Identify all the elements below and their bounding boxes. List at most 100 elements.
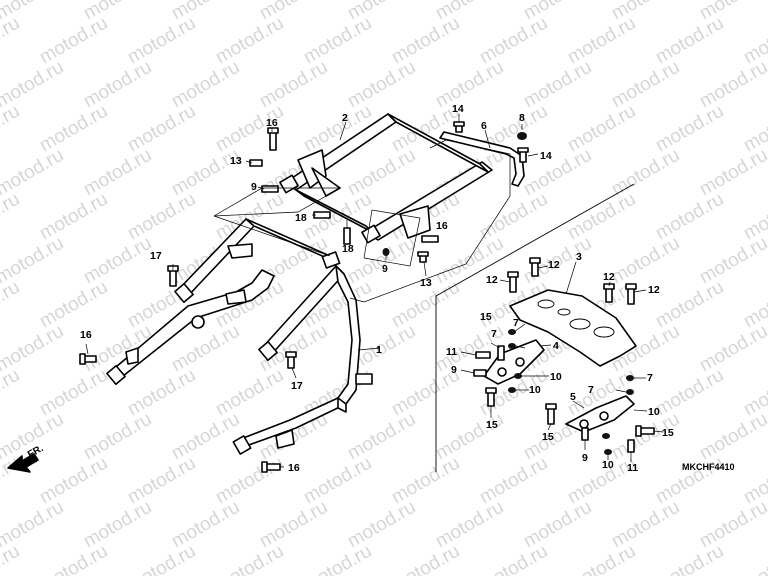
watermark-text: motod.ru bbox=[168, 497, 243, 553]
watermark-text: motod.ru bbox=[212, 541, 287, 576]
callout-5: 5 bbox=[570, 391, 576, 403]
callout-2: 2 bbox=[342, 112, 348, 124]
callout-12b: 12 bbox=[548, 259, 560, 271]
watermark-text: motod.ru bbox=[696, 497, 768, 553]
watermark-text: motod.ru bbox=[652, 101, 727, 157]
watermark-text: motod.ru bbox=[300, 13, 375, 69]
watermark-text: motod.ru bbox=[652, 13, 727, 69]
watermark-text: motod.ru bbox=[388, 541, 463, 576]
callout-18a: 18 bbox=[295, 212, 307, 224]
watermark-text: motod.ru bbox=[564, 541, 639, 576]
watermark-text: motod.ru bbox=[432, 409, 507, 465]
watermark-text: motod.ru bbox=[476, 189, 551, 245]
callout-14b: 14 bbox=[540, 150, 552, 162]
callout-8: 8 bbox=[519, 112, 525, 124]
callout-4: 4 bbox=[553, 340, 559, 352]
watermark-text: motod.ru bbox=[740, 541, 768, 576]
watermark-text: motod.ru bbox=[80, 497, 155, 553]
callout-10c: 10 bbox=[648, 406, 660, 418]
grab-bar-part-6 bbox=[439, 131, 525, 187]
watermark-text: motod.ru bbox=[0, 365, 23, 421]
callout-15a: 15 bbox=[480, 311, 492, 323]
watermark-text: motod.ru bbox=[0, 13, 23, 69]
callout-9b: 9 bbox=[382, 263, 388, 275]
watermark-text: motod.ru bbox=[388, 453, 463, 509]
callout-7c: 7 bbox=[588, 384, 594, 396]
watermark-text: motod.ru bbox=[36, 189, 111, 245]
watermark-text: motod.ru bbox=[520, 57, 595, 113]
watermark-text: motod.ru bbox=[696, 409, 768, 465]
callout-16a: 16 bbox=[266, 117, 278, 129]
callout-6: 6 bbox=[481, 120, 487, 132]
watermark-text: motod.ru bbox=[0, 277, 23, 333]
watermark-text: motod.ru bbox=[564, 101, 639, 157]
callout-9d: 9 bbox=[582, 452, 588, 464]
watermark-text: motod.ru bbox=[168, 409, 243, 465]
callout-16b: 16 bbox=[436, 220, 448, 232]
callout-15d: 15 bbox=[662, 427, 674, 439]
callout-3: 3 bbox=[576, 251, 582, 263]
drawing-code: MKCHF4410 bbox=[682, 462, 735, 472]
watermark-text: motod.ru bbox=[652, 453, 727, 509]
callout-16d: 16 bbox=[288, 462, 300, 474]
callout-18b: 18 bbox=[342, 243, 354, 255]
inset-divider bbox=[435, 183, 635, 472]
watermark-text: motod.ru bbox=[36, 541, 111, 576]
watermark-text: motod.ru bbox=[300, 541, 375, 576]
watermark-text: motod.ru bbox=[80, 145, 155, 201]
callout-7a: 7 bbox=[513, 317, 519, 329]
watermark-text: motod.ru bbox=[652, 541, 727, 576]
callout-17a: 17 bbox=[150, 250, 162, 262]
callout-1: 1 bbox=[376, 344, 382, 356]
watermark-text: motod.ru bbox=[696, 321, 768, 377]
watermark-text: motod.ru bbox=[520, 497, 595, 553]
watermark-text: motod.ru bbox=[608, 233, 683, 289]
watermark-text: motod.ru bbox=[608, 497, 683, 553]
watermark-text: motod.ru bbox=[608, 57, 683, 113]
fasteners bbox=[79, 121, 655, 473]
watermark-text: motod.ru bbox=[212, 365, 287, 421]
callout-15c: 15 bbox=[542, 431, 554, 443]
watermark-text: motod.ru bbox=[520, 145, 595, 201]
callout-11b: 11 bbox=[627, 462, 638, 474]
callout-9c: 9 bbox=[451, 364, 457, 376]
watermark-text: motod.ru bbox=[432, 57, 507, 113]
watermark-text: motod.ru bbox=[36, 13, 111, 69]
watermark-text: motod.ru bbox=[80, 409, 155, 465]
watermark-text: motod.ru bbox=[696, 57, 768, 113]
watermark-text: motod.ru bbox=[0, 541, 23, 576]
watermark-text: motod.ru bbox=[652, 277, 727, 333]
watermark-text: motod.ru bbox=[344, 233, 419, 289]
watermark-text: motod.ru bbox=[36, 453, 111, 509]
seat-rail-frame-part-1 bbox=[106, 218, 373, 455]
watermark-text: motod.ru bbox=[652, 365, 727, 421]
callout-13a: 13 bbox=[230, 155, 242, 167]
watermark-text: motod.ru bbox=[696, 233, 768, 289]
watermark-text: motod.ru bbox=[36, 101, 111, 157]
leader-lines bbox=[85, 114, 664, 468]
callout-9a: 9 bbox=[251, 181, 257, 193]
callout-10d: 10 bbox=[602, 459, 614, 471]
watermark-text: motod.ru bbox=[696, 145, 768, 201]
watermark-text: motod.ru bbox=[344, 497, 419, 553]
watermark-text: motod.ru bbox=[0, 101, 23, 157]
callout-10b: 10 bbox=[550, 371, 562, 383]
watermark-text: motod.ru bbox=[80, 233, 155, 289]
callout-10a: 10 bbox=[529, 384, 541, 396]
callout-labels: 1 2 3 4 5 6 7 7 7 7 8 9 9 9 9 10 10 10 1… bbox=[80, 103, 674, 474]
watermark-text: motod.ru bbox=[212, 453, 287, 509]
watermark-text: motod.ru bbox=[0, 189, 23, 245]
watermark-text: motod.ru bbox=[256, 497, 331, 553]
upper-cross-frame-part-2 bbox=[279, 113, 493, 244]
watermark-text: motod.ru bbox=[344, 145, 419, 201]
callout-12a: 12 bbox=[486, 274, 498, 286]
watermark-text: motod.ru bbox=[344, 409, 419, 465]
watermark-text: motod.ru bbox=[124, 101, 199, 157]
callout-14a: 14 bbox=[452, 103, 464, 115]
watermark-text: motod.ru bbox=[256, 57, 331, 113]
watermark-text: motod.ru bbox=[476, 453, 551, 509]
callout-17b: 17 bbox=[291, 380, 303, 392]
callout-15b: 15 bbox=[486, 419, 498, 431]
watermark-text: motod.ru bbox=[388, 13, 463, 69]
